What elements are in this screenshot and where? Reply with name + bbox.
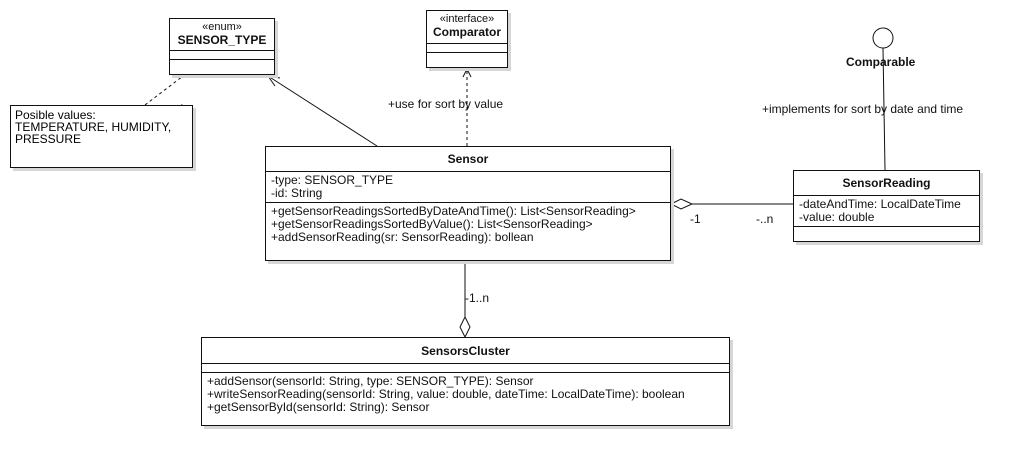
multiplicity-reading-side: -..n: [756, 212, 774, 226]
sensors-cluster-attributes: [202, 363, 729, 372]
sensor-reading-attribute: -value: double: [799, 210, 875, 224]
sensor-type-enum[interactable]: «enum» SENSOR_TYPE: [169, 18, 275, 75]
comparable-realization: [882, 47, 886, 171]
comparator-interface[interactable]: «interface» Comparator: [426, 10, 508, 68]
use-sort-label: +use for sort by value: [388, 97, 504, 111]
sensor-class[interactable]: Sensor -type: SENSOR_TYPE -id: String +g…: [265, 146, 671, 261]
sensor-reading-class-name: SensorReading: [842, 176, 931, 190]
comparable-interface-icon: [872, 27, 894, 49]
sensor-operation: +getSensorReadingsSortedByValue(): List<…: [271, 217, 593, 231]
cluster-aggregation-diamond: [459, 315, 471, 339]
multiplicity-cluster: -1..n: [465, 291, 490, 305]
note-line-3: PRESSURE: [15, 132, 82, 146]
sensors-cluster-operations: +addSensor(sensorId: String, type: SENSO…: [202, 372, 729, 416]
multiplicity-sensor-side: -1: [690, 212, 701, 226]
interface-stereotype: «interface»: [439, 13, 495, 25]
sensors-cluster-operation: +writeSensorReading(sensorId: String, va…: [207, 387, 685, 401]
sensors-cluster-class[interactable]: SensorsCluster +addSensor(sensorId: Stri…: [201, 337, 730, 426]
interface-attributes-section: [427, 43, 507, 52]
comparator-arrowhead: [462, 67, 472, 78]
sensor-attribute: -type: SENSOR_TYPE: [271, 173, 394, 187]
sensor-reading-class[interactable]: SensorReading -dateAndTime: LocalDateTim…: [793, 170, 980, 242]
enum-name: SENSOR_TYPE: [177, 33, 267, 47]
enum-attributes-section: [170, 50, 274, 59]
implements-sort-label: +implements for sort by date and time: [762, 102, 964, 116]
sensor-reading-attributes: -dateAndTime: LocalDateTime -value: doub…: [794, 195, 979, 226]
reading-aggregation-diamond: [669, 198, 694, 210]
sensor-attribute: -id: String: [271, 186, 323, 200]
interface-operations-section: [427, 52, 507, 61]
note-line-2: TEMPERATURE, HUMIDITY,: [15, 120, 172, 134]
sensors-cluster-operation: +getSensorById(sensorId: String): Sensor: [207, 400, 430, 414]
sensor-type-arrowhead: [266, 75, 281, 87]
sensors-cluster-operation: +addSensor(sensorId: String, type: SENSO…: [207, 374, 534, 388]
enum-stereotype: «enum»: [202, 21, 242, 33]
sensor-attributes: -type: SENSOR_TYPE -id: String: [266, 171, 670, 202]
sensor-type-association: [267, 75, 378, 147]
sensor-reading-attribute: -dateAndTime: LocalDateTime: [799, 197, 961, 211]
possible-values-note[interactable]: Posible values: TEMPERATURE, HUMIDITY, P…: [10, 105, 193, 168]
enum-operations-section: [170, 59, 274, 68]
sensor-operations: +getSensorReadingsSortedByDateAndTime():…: [266, 202, 670, 246]
sensor-reading-operations: [794, 226, 979, 235]
note-line-1: Posible values:: [15, 108, 96, 122]
sensor-class-name: Sensor: [447, 152, 489, 166]
sensor-operation: +addSensorReading(sr: SensorReading): bo…: [271, 230, 534, 244]
note-connector: [144, 75, 184, 106]
comparable-label: Comparable: [846, 55, 916, 69]
interface-name: Comparator: [432, 25, 501, 39]
sensor-operation: +getSensorReadingsSortedByDateAndTime():…: [271, 204, 636, 218]
sensors-cluster-class-name: SensorsCluster: [421, 344, 510, 358]
